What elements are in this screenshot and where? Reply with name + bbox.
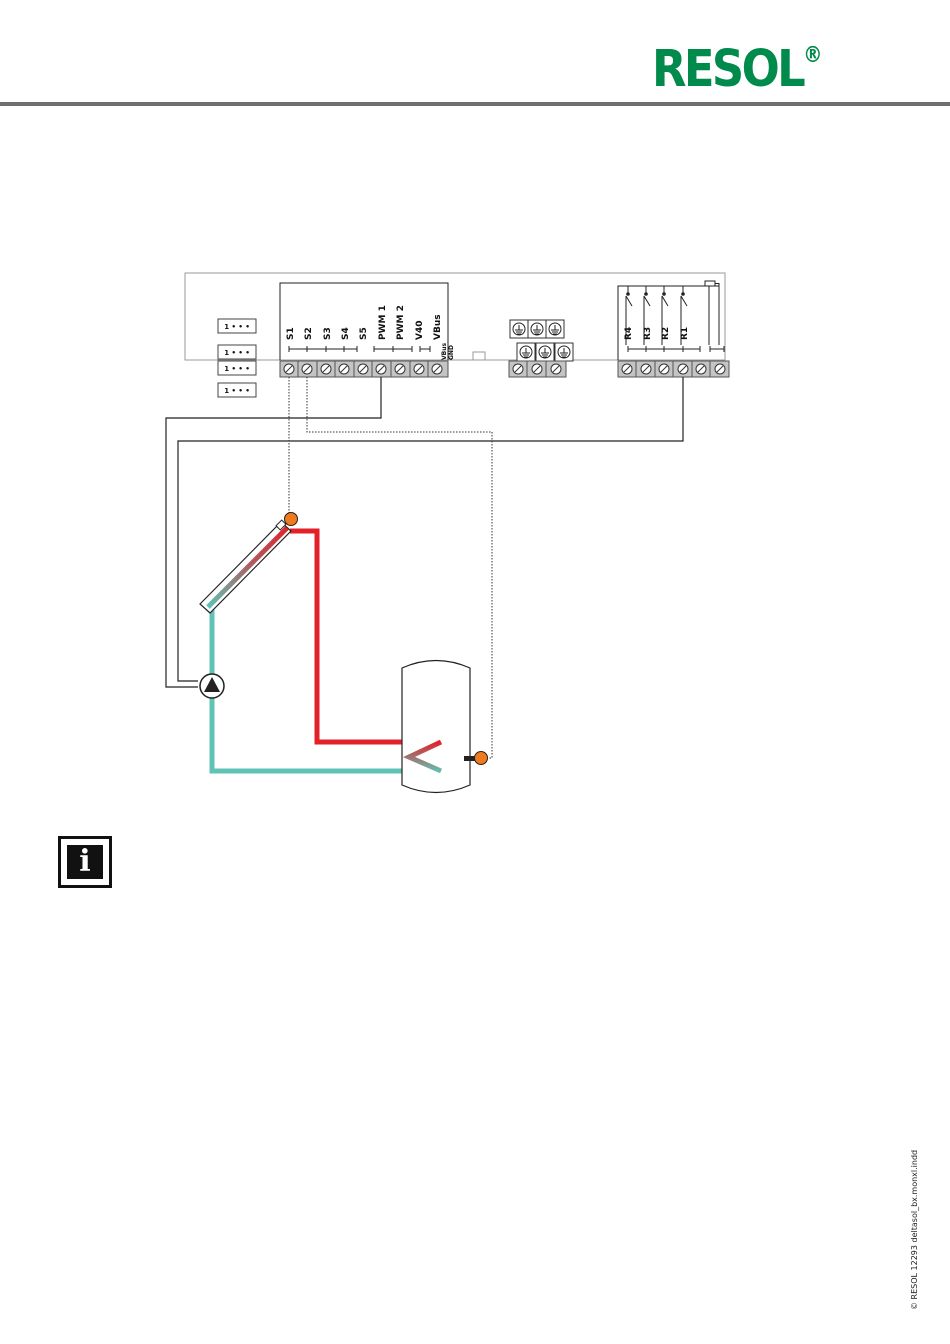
terminal-label-r3: R3 [643, 327, 653, 340]
controller-center-tab [473, 352, 485, 360]
terminal-label-pwm2: PWM 2 [396, 305, 406, 340]
plug-connector-label: 1 • • • [224, 365, 250, 373]
relay-contact-icon [644, 296, 650, 306]
earth-terminal-block [509, 320, 573, 377]
terminal-label-vbus-small: VBus [441, 343, 448, 360]
terminal-label-gnd: GND [448, 345, 455, 360]
fuse-icon [705, 281, 715, 286]
terminal-label-r1: R1 [680, 327, 690, 340]
plug-connectors: 1 • • • 1 • • • 1 • • • 1 • • • [218, 319, 256, 397]
terminal-label-r2: R2 [661, 327, 671, 340]
info-icon: i [58, 836, 112, 888]
plug-connector-label: 1 • • • [224, 349, 250, 357]
store-sensor-icon [475, 752, 488, 765]
info-glyph: i [67, 845, 103, 879]
terminal-label-s1: S1 [286, 327, 296, 340]
relay-contact-icon [681, 296, 687, 306]
terminal-label-v40: V40 [415, 321, 425, 341]
collector-sensor-icon [285, 513, 298, 526]
terminal-label-s4: S4 [341, 327, 351, 340]
relay-contact-icon [626, 296, 632, 306]
relay-contact-icon [662, 296, 668, 306]
solar-collector [200, 513, 298, 614]
relay-common-bus [628, 346, 724, 352]
relay-panel: R4 R3 R2 R1 [618, 281, 729, 377]
terminal-label-s2: S2 [304, 327, 314, 340]
terminal-label-pwm1: PWM 1 [378, 305, 388, 340]
storage-tank [402, 661, 488, 793]
terminal-label-s3: S3 [323, 327, 333, 340]
sensor-common-bus [289, 346, 430, 352]
terminal-label-vbus: VBus [433, 314, 443, 340]
relay-r1-wire [178, 377, 683, 681]
sensor-terminal-strip [280, 361, 448, 377]
solar-pump [200, 674, 224, 698]
plug-connector-label: 1 • • • [224, 387, 250, 395]
terminal-label-s5: S5 [359, 327, 369, 340]
terminal-label-r4: R4 [624, 327, 634, 340]
plug-connector-label: 1 • • • [224, 323, 250, 331]
document-code: © RESOL 12293 deltasol_bx.monxl.indd [910, 1120, 919, 1310]
